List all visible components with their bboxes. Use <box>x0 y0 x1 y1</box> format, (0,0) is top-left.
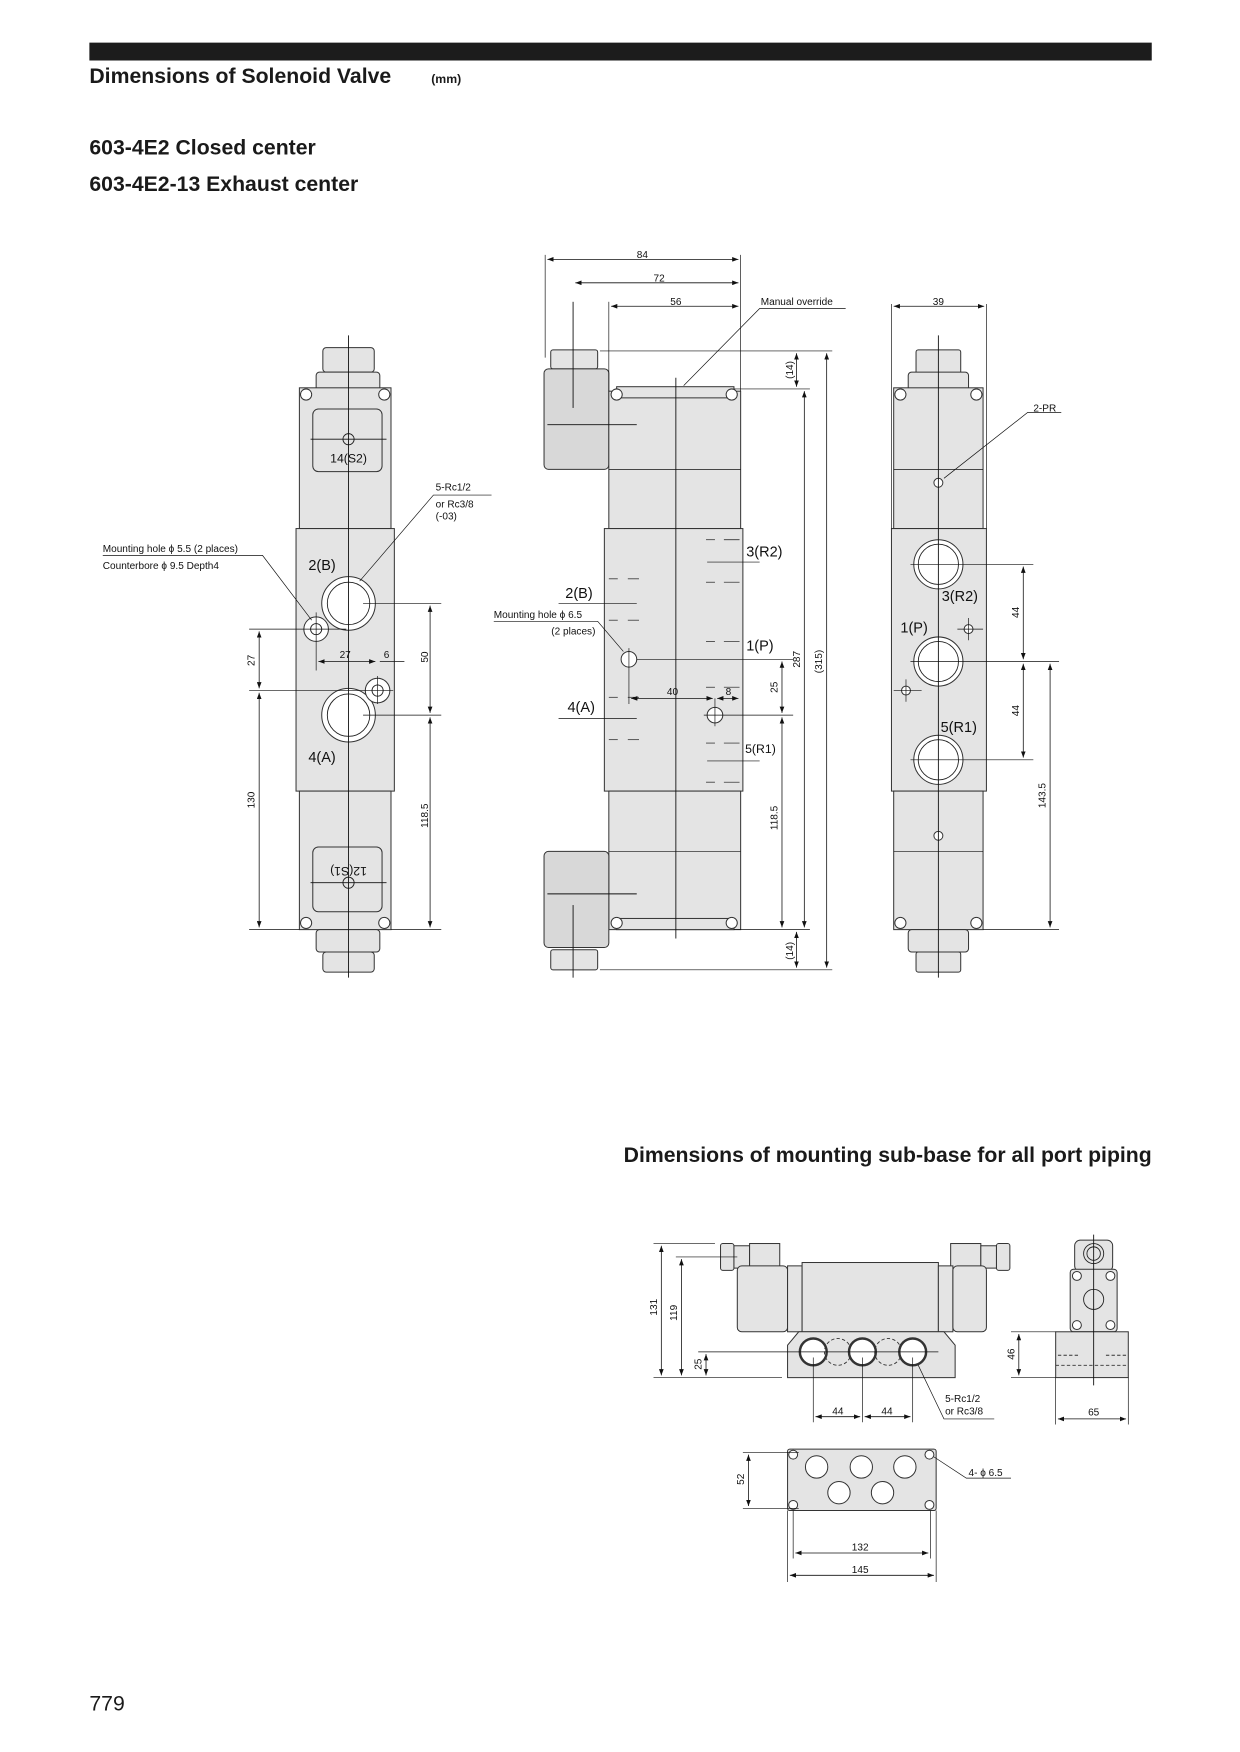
subbase-plan-drawing <box>742 1448 1011 1583</box>
dim-118-5-front: 118.5 <box>770 805 781 830</box>
hole-note-label: 4- ϕ 6.5 <box>969 1468 1004 1479</box>
dim-84: 84 <box>637 250 649 261</box>
dim-132: 132 <box>852 1543 869 1554</box>
pilot-port-12-label: 12(S1) <box>330 864 367 878</box>
dim-8: 8 <box>726 687 732 698</box>
dim-131: 131 <box>649 1298 660 1315</box>
pilot-port-14-label: 14(S2) <box>330 452 367 466</box>
dim-315: (315) <box>814 650 825 673</box>
side-port-r2-label: 3(R2) <box>942 589 978 605</box>
front-port-a-label: 4(A) <box>567 700 594 716</box>
dim-56: 56 <box>670 297 682 308</box>
side-port-r1-label: 5(R1) <box>941 720 977 736</box>
dim-119: 119 <box>669 1304 680 1320</box>
dim-6: 6 <box>384 650 390 661</box>
left-mount-note-2: Counterbore ϕ 9.5 Depth4 <box>103 561 220 572</box>
dim-145: 145 <box>852 1565 869 1576</box>
pr-note-label: 2-PR <box>1033 403 1056 414</box>
dim-287: 287 <box>792 650 803 667</box>
header-bar <box>89 42 1152 61</box>
side-view-drawing <box>890 303 1062 978</box>
dim-25-subbase: 25 <box>694 1358 705 1370</box>
dim-27-vertical: 27 <box>247 654 258 666</box>
dim-44-lower: 44 <box>1011 705 1022 717</box>
left-mount-note-1: Mounting hole ϕ 5.5 (2 places) <box>103 544 238 555</box>
dim-14-bottom: (14) <box>785 942 796 960</box>
dim-44-upper: 44 <box>1011 606 1022 618</box>
dim-44-subbase-left: 44 <box>832 1406 844 1417</box>
front-port-p-label: 1(P) <box>746 638 773 654</box>
dim-50: 50 <box>420 651 431 663</box>
dim-72: 72 <box>654 274 666 285</box>
dim-40: 40 <box>667 687 679 698</box>
dim-130: 130 <box>247 791 258 808</box>
page-number: 779 <box>89 1692 124 1715</box>
dim-14-top: (14) <box>785 361 796 379</box>
dim-39: 39 <box>933 297 945 308</box>
dim-52: 52 <box>736 1473 747 1485</box>
subbase-heading: Dimensions of mounting sub-base for all … <box>624 1144 1152 1167</box>
page-title: Dimensions of Solenoid Valve <box>89 65 391 88</box>
dim-44-subbase-right: 44 <box>881 1406 893 1417</box>
manual-override-label: Manual override <box>761 297 833 308</box>
left-port-b-label: 2(B) <box>308 558 335 574</box>
dim-118-5-left: 118.5 <box>420 803 431 828</box>
front-port-r2-label: 3(R2) <box>746 545 782 561</box>
front-port-b-label: 2(B) <box>565 586 592 602</box>
unit-label: (mm) <box>431 72 461 86</box>
left-port-a-label: 4(A) <box>308 750 335 766</box>
front-port-r1-label: 5(R1) <box>745 742 776 756</box>
dim-65: 65 <box>1088 1408 1100 1419</box>
side-port-p-label: 1(P) <box>900 620 927 636</box>
dim-143-5: 143.5 <box>1038 783 1049 809</box>
dim-27-horizontal: 27 <box>340 650 352 661</box>
dim-46: 46 <box>1006 1348 1017 1360</box>
subbase-side-drawing <box>1010 1234 1129 1425</box>
subbase-port-note-2: or Rc3/8 <box>945 1406 983 1417</box>
front-mount-note-1: Mounting hole ϕ 6.5 <box>494 610 583 621</box>
front-view-drawing <box>493 254 846 978</box>
subbase-front-drawing <box>653 1243 1011 1423</box>
subbase-port-note-1: 5-Rc1/2 <box>945 1394 981 1405</box>
left-port-note-1: 5-Rc1/2 <box>436 483 472 494</box>
model-heading-exhaust: 603-4E2-13 Exhaust center <box>89 173 358 196</box>
left-port-note-3: (-03) <box>436 512 457 523</box>
model-heading-closed: 603-4E2 Closed center <box>89 136 315 159</box>
front-mount-note-2: (2 places) <box>551 627 595 638</box>
left-port-note-2: or Rc3/8 <box>436 499 474 510</box>
left-view-drawing <box>102 335 492 978</box>
dim-25-front: 25 <box>770 681 781 693</box>
